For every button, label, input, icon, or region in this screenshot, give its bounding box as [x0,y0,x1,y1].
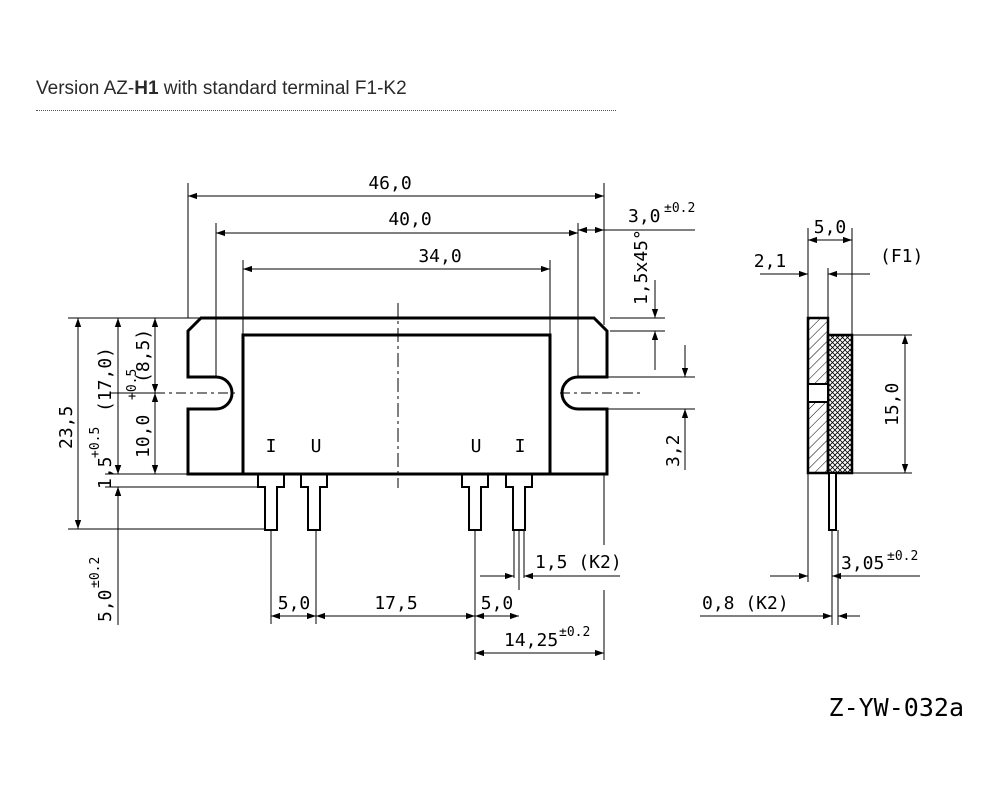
extension-lines [68,183,695,660]
side-pin [828,472,837,531]
dim-hole-spacing: 40,0 [388,209,431,230]
dim-height-body: 10,0 [133,415,154,458]
pin-4 [505,474,533,531]
dim-edge-offset: 3,0 [628,206,661,227]
dimension-lines [74,192,695,657]
side-dim-width: 5,0 [814,217,847,238]
dim-height-flange: (17,0) [95,347,116,412]
title-prefix: Version AZ- [36,78,135,99]
drawing-id: Z-YW-032a [829,693,964,722]
side-dim-pin-offset-tol: ±0.2 [887,549,918,564]
dim-height-half: (8,5) [133,329,154,383]
pin-label-4: I [515,436,526,457]
side-dim-pin-thickness: 0,8 (K2) [702,593,789,614]
front-view [155,303,640,531]
side-dimension-lines [700,228,920,625]
dim-pin-width-k2: 1,5 (K2) [535,552,622,573]
dim-pin-length-tol: ±0.2 [88,557,103,588]
side-slot [807,383,829,403]
side-dim-height: 15,0 [882,383,903,426]
dim-pin-step-tol: +0.5 [88,427,103,458]
pin-2 [300,474,328,531]
dim-height-total: 23,5 [56,406,77,449]
dim-pin-length: 5,0 [95,589,116,622]
title-underline [36,110,616,111]
pin-3 [461,474,489,531]
dim-pin-to-edge-tol: ±0.2 [559,625,590,640]
dim-edge-offset-tol: ±0.2 [664,201,695,216]
dim-chamfer: 1,5x45° [631,229,652,305]
dim-pin-pitch-mid: 17,5 [374,593,417,614]
drawing-title: Version AZ-H1 with standard terminal F1-… [36,78,407,100]
module-body [241,333,552,476]
pin-1 [257,474,285,531]
dim-pin-step: 1,5 [95,456,116,489]
title-suffix: with standard terminal F1-K2 [158,78,407,99]
dim-pin-pitch-left: 5,0 [278,593,311,614]
pin-label-2: U [311,436,322,457]
side-label: (F1) [880,246,923,267]
pin-label-1: I [266,436,277,457]
side-view [806,316,854,531]
dim-pin-to-edge: 14,25 [504,630,558,651]
title-version: H1 [134,78,159,99]
pin-label-3: U [471,436,482,457]
dim-slot-height: 3,2 [663,434,684,467]
dim-overall-width: 46,0 [368,173,411,194]
dim-height-body-tol: +0.5 [125,369,140,400]
side-body [826,333,854,475]
side-dim-pin-offset: 3,05 [841,553,884,574]
dim-pin-pitch-right: 5,0 [481,593,514,614]
side-dim-flange: 2,1 [754,251,787,272]
dim-body-width: 34,0 [418,246,461,267]
flange-outline [186,316,609,476]
